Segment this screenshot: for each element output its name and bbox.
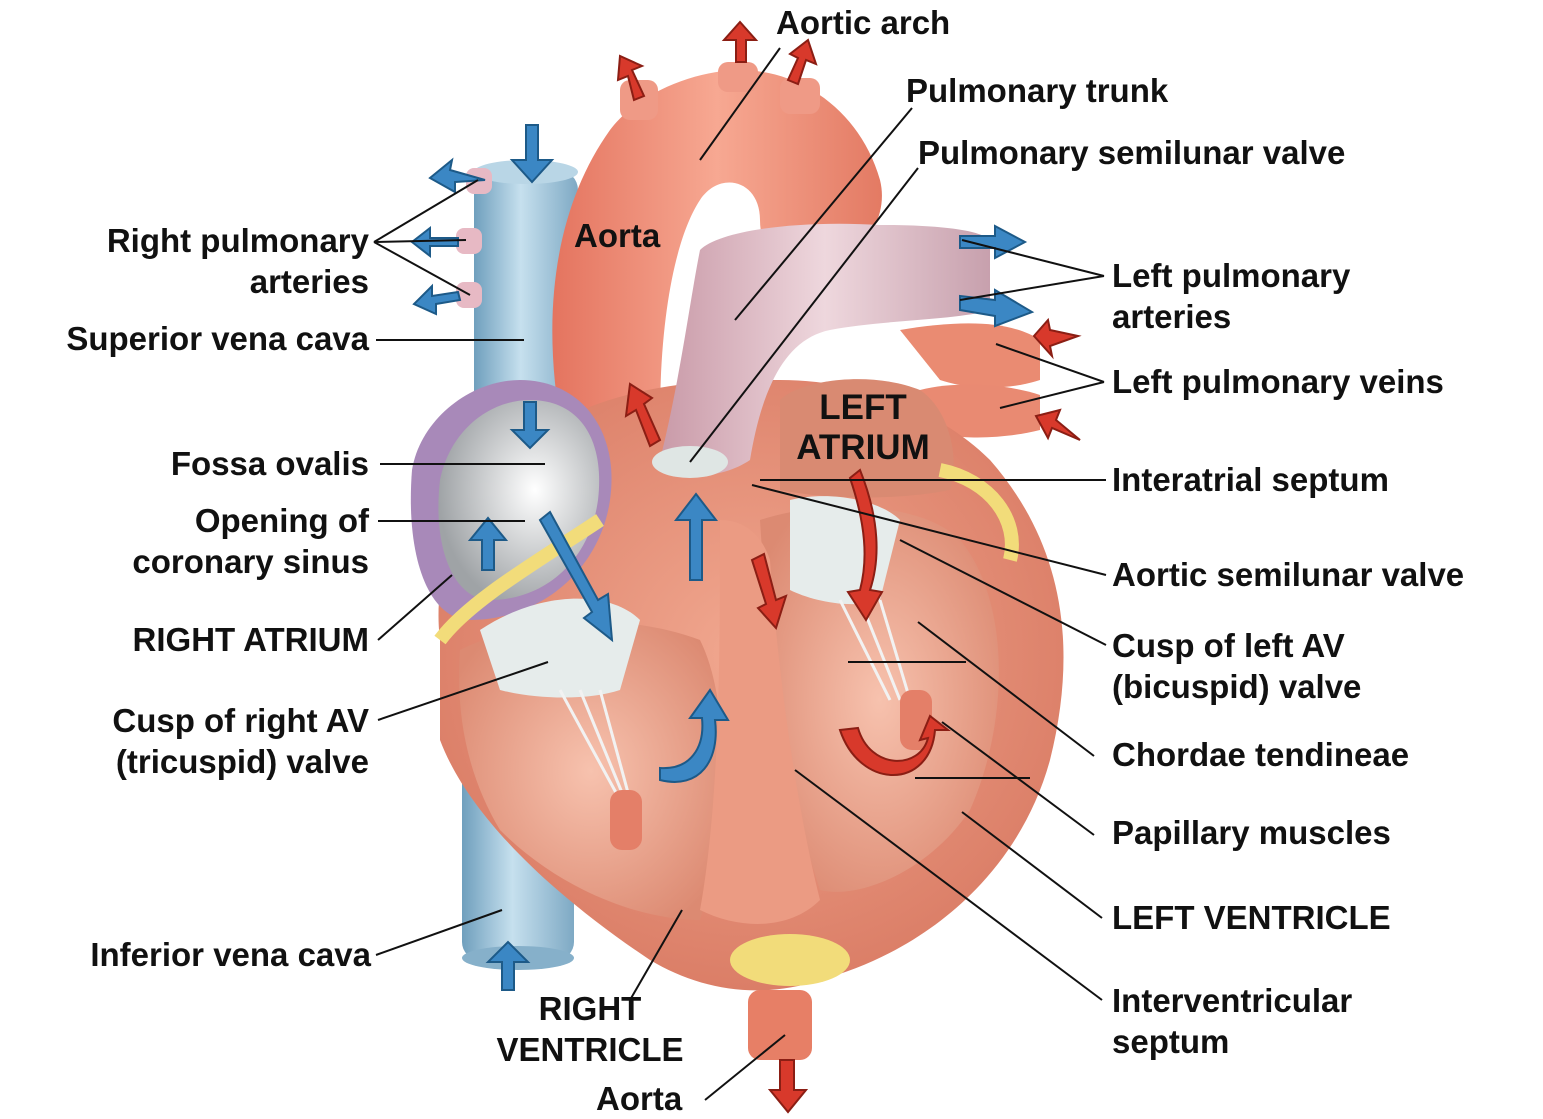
label-interventricular-septum: Interventricular septum	[1112, 980, 1352, 1062]
red-arrow-aorta-2	[724, 22, 756, 62]
label-aortic-arch: Aortic arch	[776, 2, 950, 43]
label-inferior-vena-cava: Inferior vena cava	[90, 934, 371, 975]
label-chordae-tendineae: Chordae tendineae	[1112, 734, 1409, 775]
label-pulmonary-semilunar-valve: Pulmonary semilunar valve	[918, 132, 1345, 173]
label-right-atrium: RIGHT ATRIUM	[133, 619, 369, 660]
lower-aorta-shape	[748, 990, 812, 1060]
label-aorta-upper: Aorta	[574, 215, 660, 256]
label-aorta-lower: Aorta	[596, 1078, 682, 1119]
label-opening-of-coronary-sinus: Opening of coronary sinus	[132, 500, 369, 582]
label-right-pulmonary-arteries: Right pulmonary arteries	[107, 220, 369, 302]
label-pulmonary-trunk: Pulmonary trunk	[906, 70, 1168, 111]
red-arrow-aorta-3	[788, 40, 816, 84]
label-left-pulmonary-arteries: Left pulmonary arteries	[1112, 255, 1350, 337]
label-interatrial-septum: Interatrial septum	[1112, 459, 1389, 500]
label-left-ventricle: LEFT VENTRICLE	[1112, 897, 1391, 938]
label-superior-vena-cava: Superior vena cava	[66, 318, 369, 359]
label-aortic-semilunar-valve: Aortic semilunar valve	[1112, 554, 1464, 595]
label-cusp-of-right-av-valve: Cusp of right AV (tricuspid) valve	[112, 700, 369, 782]
label-left-pulmonary-veins: Left pulmonary veins	[1112, 361, 1444, 402]
label-fossa-ovalis: Fossa ovalis	[171, 443, 369, 484]
red-arrow-lpv-1	[1034, 320, 1078, 356]
label-left-atrium: LEFT ATRIUM	[788, 388, 938, 468]
label-cusp-of-left-av-valve: Cusp of left AV (bicuspid) valve	[1112, 625, 1361, 707]
blue-arrow-rpa-3	[414, 286, 460, 314]
red-arrow-aorta-out	[770, 1060, 806, 1112]
label-papillary-muscles: Papillary muscles	[1112, 812, 1391, 853]
label-right-ventricle: RIGHT VENTRICLE	[470, 988, 710, 1070]
red-arrow-lpv-2	[1036, 410, 1080, 440]
